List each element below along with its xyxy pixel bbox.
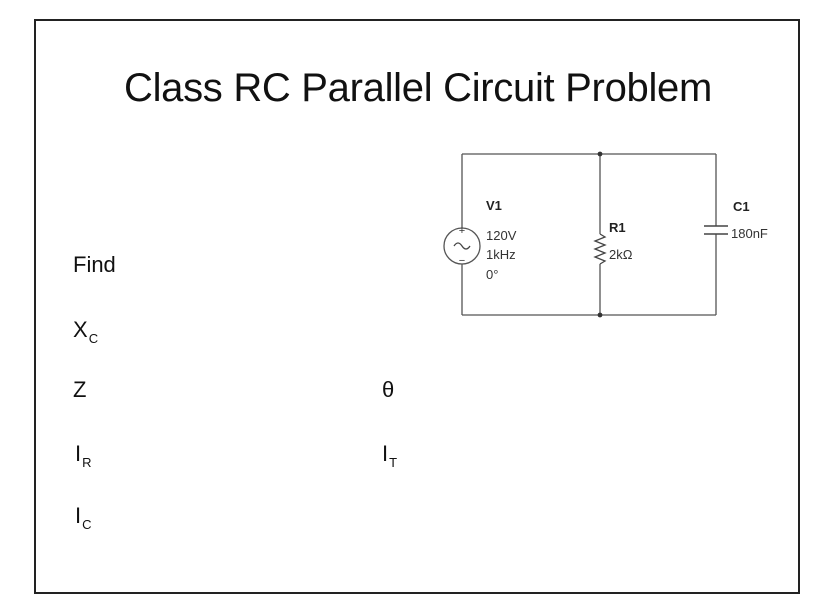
- capacitor-symbol: [704, 225, 728, 235]
- source-voltage-label: 120V: [486, 228, 517, 243]
- slide-frame: [34, 19, 800, 594]
- quantity-ic-symbol: I: [75, 503, 82, 528]
- resistor-value-label: 2kΩ: [609, 247, 633, 262]
- source-frequency-label: 1kHz: [486, 247, 516, 262]
- ac-source-symbol: + −: [443, 225, 481, 267]
- source-phase-label: 0°: [486, 267, 498, 282]
- resistor-zigzag-symbol: [593, 233, 607, 265]
- quantity-it-symbol: I: [382, 441, 389, 466]
- top-junction-dot: [597, 151, 603, 157]
- quantity-theta-symbol: θ: [382, 377, 395, 402]
- quantity-it: IT: [382, 441, 397, 476]
- slide-title: Class RC Parallel Circuit Problem: [123, 66, 713, 110]
- capacitor-value-label: 180nF: [731, 226, 768, 241]
- source-minus-sign: −: [459, 255, 465, 267]
- quantity-xc-subscript: C: [88, 331, 99, 346]
- sine-wave-icon: [453, 242, 471, 250]
- resistor-name-label: R1: [609, 220, 626, 235]
- quantity-it-subscript: T: [389, 455, 398, 470]
- quantity-ir-symbol: I: [75, 441, 82, 466]
- quantity-ir-subscript: R: [82, 455, 92, 470]
- source-name-label: V1: [486, 198, 502, 213]
- quantity-ic: IC: [75, 503, 92, 538]
- quantity-xc: XC: [73, 317, 98, 352]
- circuit-wires: [461, 153, 717, 316]
- source-plus-sign: +: [459, 225, 465, 237]
- bottom-junction-dot: [597, 312, 603, 318]
- quantity-z-symbol: Z: [73, 377, 87, 402]
- quantity-z: Z: [73, 377, 86, 403]
- find-label: Find: [73, 252, 116, 277]
- quantity-ir: IR: [75, 441, 92, 476]
- quantity-xc-symbol: X: [73, 317, 88, 342]
- quantity-theta: θ: [382, 377, 394, 403]
- capacitor-name-label: C1: [733, 199, 750, 214]
- quantity-ic-subscript: C: [82, 517, 92, 532]
